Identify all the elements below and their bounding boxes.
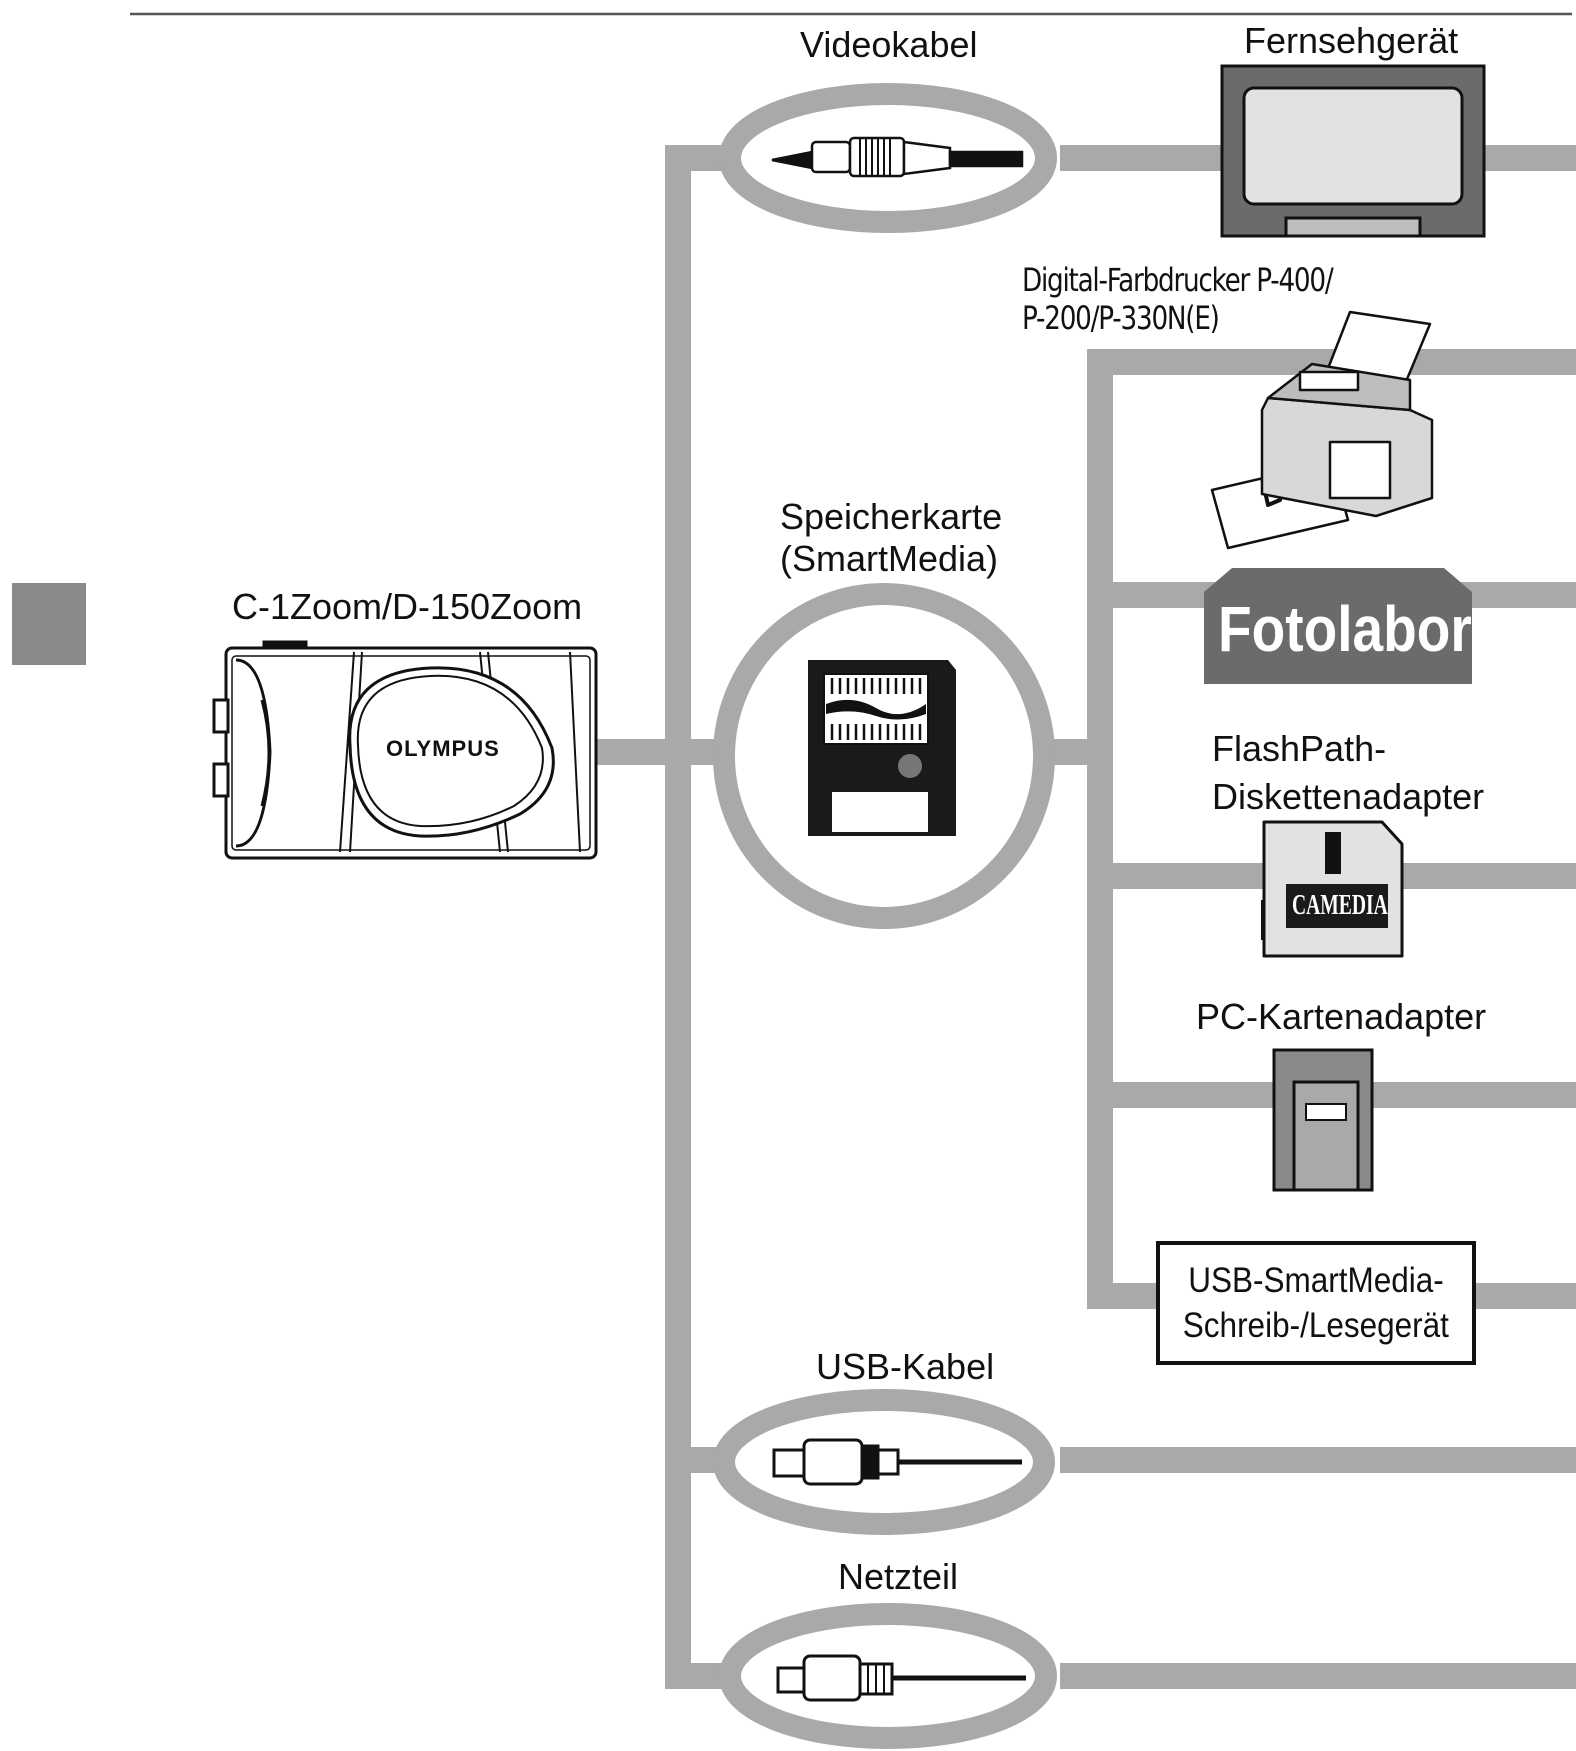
speicherkarte-label-line1: Speicherkarte — [780, 496, 1003, 537]
camera-icon — [212, 640, 598, 860]
flashpath-label-line1: FlashPath- — [1212, 728, 1387, 769]
usb-kabel-label: USB-Kabel — [816, 1346, 995, 1387]
printer-label-line2: P-200/P-330N(E) — [1022, 299, 1220, 337]
flashpath-label-line2: Diskettenadapter — [1212, 776, 1485, 817]
fotolabor-badge — [1204, 568, 1472, 684]
camera-label: C-1Zoom/D-150Zoom — [232, 586, 583, 627]
usb-reader-label-line1: USB-SmartMedia- — [1188, 1260, 1444, 1300]
camera-brand-text: OLYMPUS — [386, 736, 500, 761]
flashpath-brand-text: CAMEDIA — [1292, 890, 1388, 921]
speicherkarte-label-line2: (SmartMedia) — [780, 538, 999, 579]
flashpath-adapter-icon — [1261, 820, 1404, 958]
ac-adapter-cable-icon — [776, 1654, 1026, 1702]
fernsehgeraet-label: Fernsehgerät — [1244, 20, 1459, 61]
usb-cable-icon — [772, 1438, 1022, 1486]
printer-label-line1: Digital-Farbdrucker P-400/ — [1022, 261, 1334, 299]
pc-adapter-label: PC-Kartenadapter — [1196, 996, 1487, 1037]
usb-reader-box: USB-SmartMedia- Schreib-/Lesegerät — [1156, 1241, 1476, 1365]
main-trunk-line — [665, 145, 735, 1689]
printer-icon — [1210, 310, 1434, 550]
pc-card-adapter-icon — [1272, 1048, 1374, 1192]
videokabel-label: Videokabel — [800, 24, 978, 65]
tv-icon — [1220, 64, 1486, 238]
page-tab-marker — [12, 583, 86, 665]
smartmedia-card-icon — [808, 660, 956, 836]
cable-ovals — [713, 83, 1057, 1749]
netzteil-label: Netzteil — [838, 1556, 959, 1597]
video-cable-icon — [771, 136, 1024, 178]
usb-reader-label-line2: Schreib-/Lesegerät — [1182, 1306, 1450, 1345]
fotolabor-label: Fotolabor — [1218, 593, 1472, 665]
